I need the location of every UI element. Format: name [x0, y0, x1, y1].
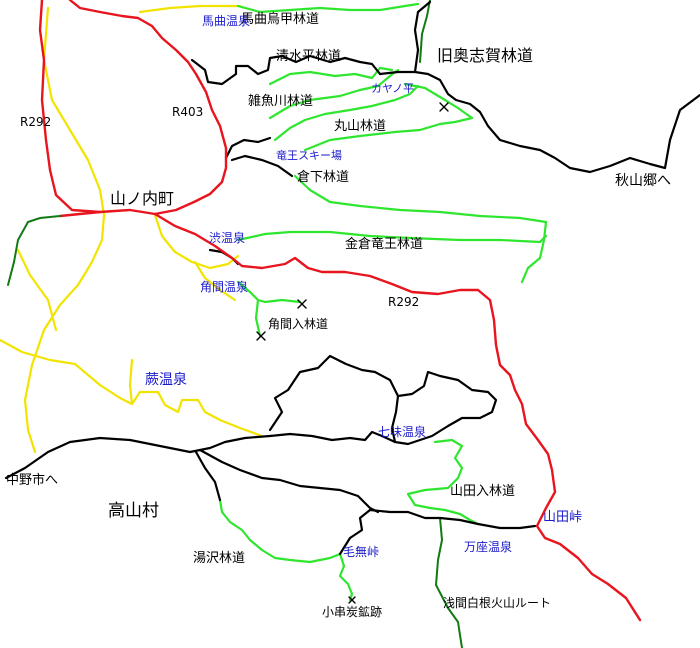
route-label-r292-east: R292: [388, 295, 420, 309]
local-road-okushiga: [378, 70, 700, 174]
forest-road-zakogawa: [268, 68, 400, 120]
west-connector: [27, 215, 61, 223]
onsen-label-shibu: 渋温泉: [209, 231, 246, 245]
forest-road-magari: [236, 2, 420, 14]
onsen-label-manza: 万座温泉: [464, 540, 513, 554]
road-label-shimizudaira: 清水平林道: [276, 49, 342, 64]
town-label-yamanouchi: 山ノ内町: [110, 189, 175, 208]
local-road-shimizudaira-loop: [190, 54, 382, 86]
place-label-kayanodaira: カヤノ平: [371, 82, 415, 95]
place-label-kogushi: 小串炭鉱跡: [322, 605, 383, 619]
local-road-takayama-east: [368, 508, 537, 530]
road-label-maruyama: 丸山林道: [334, 119, 387, 134]
forest-road-shichimi: [406, 438, 480, 526]
yellow-road-kakuma: [193, 260, 237, 302]
village-label-takayama: 高山村: [108, 501, 159, 521]
pass-label-yamada: 山田峠: [543, 510, 583, 525]
yellow-road-west-bend: [0, 338, 77, 366]
national-route-r403: [68, 0, 228, 216]
forest-road-shimizudaira: [268, 66, 394, 86]
mountain-route-north: [419, 0, 431, 63]
road-label-yuzawa: 湯沢林道: [193, 551, 246, 566]
forest-road-kakuma-iri-south: [254, 298, 262, 338]
forest-road-kakuma-iri: [236, 280, 302, 304]
yellow-road-warabi-north: [128, 358, 134, 406]
forest-road-kenashi: [338, 552, 354, 602]
forest-road-kanakura-east: [520, 220, 548, 284]
national-route-r292-stub: [58, 210, 102, 218]
forest-road-maruyama: [273, 84, 420, 142]
local-road-south-loop: [268, 354, 498, 446]
yellow-road-warabi: [73, 362, 264, 438]
local-road-takayama-branch: [194, 450, 222, 502]
national-route-r292-west: [38, 0, 642, 622]
forest-road-maruyama-east: [303, 116, 474, 152]
local-road-kurashita: [230, 154, 294, 178]
cross-mark: [348, 596, 356, 604]
forest-road-yuzawa: [218, 498, 342, 564]
road-label-magari: 馬曲烏甲林道: [241, 12, 320, 27]
onsen-label-magari: 馬曲温泉: [202, 14, 251, 28]
road-label-kyu-okushiga: 旧奥志賀林道: [437, 46, 534, 65]
mountain-route-asama: [435, 517, 463, 648]
road-label-kanakura: 金倉竜王林道: [345, 237, 424, 252]
road-label-kakuma-iri: 角間入林道: [268, 317, 329, 331]
yellow-road-west-loop: [16, 248, 58, 332]
local-road-south-loop-link: [390, 394, 400, 444]
route-label-r292-west: R292: [20, 115, 52, 129]
forest-road-kayanodaira: [403, 82, 474, 120]
local-road-main-west: [4, 434, 272, 480]
local-road-yamanouchi: [224, 136, 272, 160]
local-road-takayama-north: [198, 448, 380, 514]
cross-mark: [439, 102, 449, 112]
yellow-road-yamanouchi-south: [153, 213, 240, 270]
local-road-kenashi-north: [338, 508, 372, 556]
onsen-label-shichimi: 七味温泉: [378, 425, 427, 439]
road-label-zakogawa: 雑魚川林道: [248, 94, 314, 109]
forest-road-kanakura: [236, 230, 548, 244]
route-label-asama: 浅間白根火山ルート: [443, 596, 552, 610]
direction-label-akiyamago: 秋山郷へ: [615, 173, 671, 189]
onsen-label-kakuma: 角間温泉: [200, 280, 249, 294]
route-label-r403: R403: [172, 105, 204, 119]
local-road-okushiga-north: [413, 0, 432, 74]
pass-label-kenashi: 毛無峠: [343, 545, 380, 559]
mountain-route-west: [7, 221, 29, 286]
cross-mark: [297, 299, 307, 309]
direction-label-nakano: 中野市へ: [6, 473, 59, 488]
onsen-label-warabi: 蕨温泉: [145, 372, 187, 388]
yellow-road-top: [138, 4, 242, 14]
road-label-yamadairi: 山田入林道: [450, 484, 516, 499]
yellow-road-north: [23, 6, 106, 454]
road-label-kurashita: 倉下林道: [297, 170, 350, 185]
cross-mark: [256, 331, 266, 341]
forest-road-kurashita: [293, 174, 548, 224]
place-label-ryuoo-ski: 竜王スキー場: [276, 149, 342, 162]
